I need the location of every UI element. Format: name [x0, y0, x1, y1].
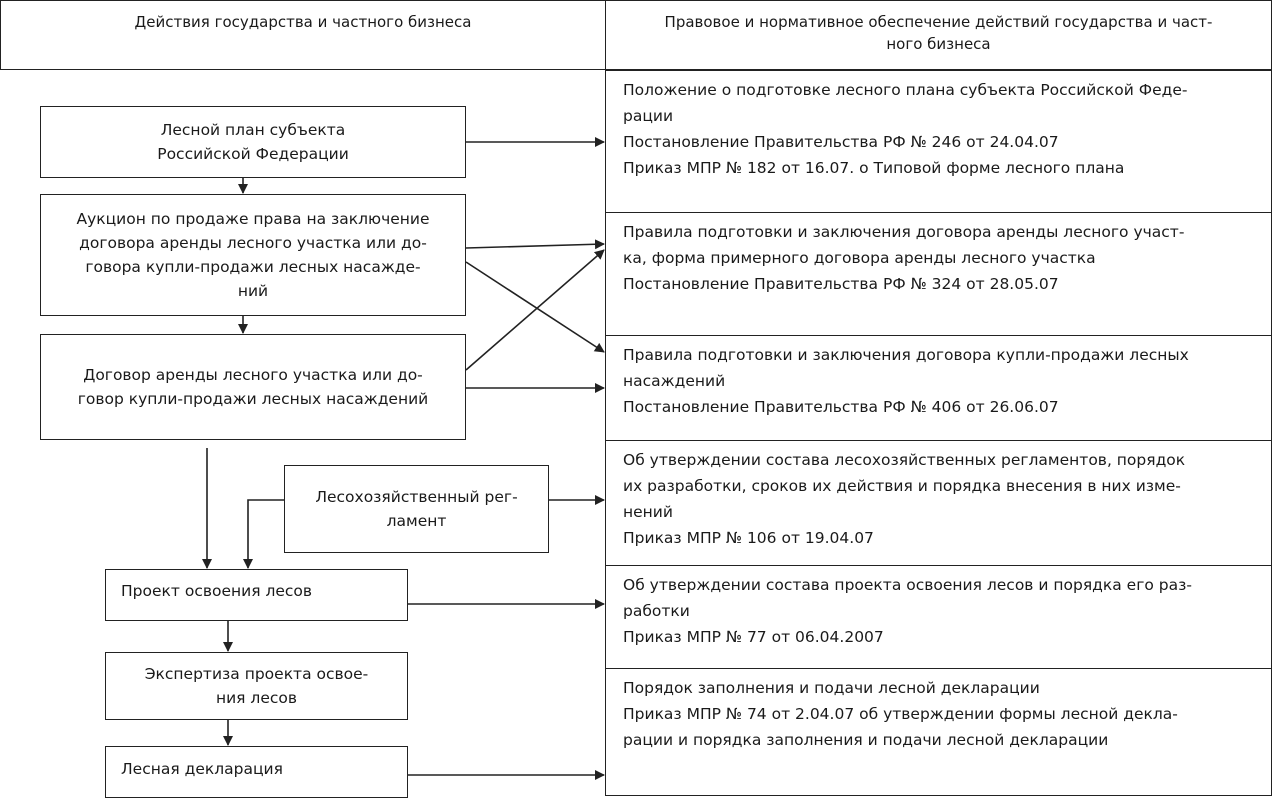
- plan-doc-2: Постановление Правительства РФ № 246 от …: [623, 133, 1059, 151]
- declaration-box: Лесная декларация: [105, 746, 408, 798]
- regulation-docs-box: Об утверждении состава лесохозяйственных…: [605, 440, 1272, 566]
- project-doc-1: Об утверждении состава проекта освоения …: [623, 576, 1192, 620]
- sale-doc-2: Постановление Правительства РФ № 406 от …: [623, 398, 1059, 416]
- header-left-text: Действия государства и частного бизнеса: [134, 13, 472, 31]
- sale-docs-box: Правила подготовки и заключения договора…: [605, 335, 1272, 441]
- contract-box: Договор аренды лесного участка или до- г…: [40, 334, 466, 440]
- declaration-doc-1: Порядок заполнения и подачи лесной декла…: [623, 679, 1040, 697]
- auction-box: Аукцион по продаже права на заключение д…: [40, 194, 466, 316]
- regulation-label: Лесохозяйственный рег- ламент: [315, 488, 518, 530]
- regulation-doc-1: Об утверждении состава лесохозяйственных…: [623, 451, 1186, 521]
- sale-doc-1: Правила подготовки и заключения договора…: [623, 346, 1189, 390]
- auction-label: Аукцион по продаже права на заключение д…: [76, 210, 430, 300]
- declaration-label: Лесная декларация: [121, 760, 283, 778]
- project-label: Проект освоения лесов: [121, 582, 313, 600]
- regulation-box: Лесохозяйственный рег- ламент: [284, 465, 549, 553]
- project-docs-box: Об утверждении состава проекта освоения …: [605, 565, 1272, 669]
- lease-doc-1: Правила подготовки и заключения договора…: [623, 223, 1185, 267]
- regulation-doc-2: Приказ МПР № 106 от 19.04.07: [623, 529, 874, 547]
- expertise-label: Экспертиза проекта освое- ния лесов: [144, 665, 369, 707]
- arrow-auction-to-sale: [465, 261, 605, 353]
- expertise-box: Экспертиза проекта освое- ния лесов: [105, 652, 408, 720]
- arrow-contract-to-lease: [465, 249, 605, 371]
- contract-label: Договор аренды лесного участка или до- г…: [77, 366, 429, 408]
- project-doc-2: Приказ МПР № 77 от 06.04.2007: [623, 628, 884, 646]
- declaration-docs-box: Порядок заполнения и подачи лесной декла…: [605, 668, 1272, 796]
- project-box: Проект освоения лесов: [105, 569, 408, 621]
- lease-docs-box: Правила подготовки и заключения договора…: [605, 212, 1272, 336]
- plan-doc-3: Приказ МПР № 182 от 16.07. о Типовой фор…: [623, 159, 1125, 177]
- arrow-regulation-to-project: [243, 499, 284, 569]
- arrow-auction-to-lease: [465, 239, 605, 250]
- plan-doc-1: Положение о подготовке лесного плана суб…: [623, 81, 1188, 125]
- lease-doc-2: Постановление Правительства РФ № 324 от …: [623, 275, 1059, 293]
- forest-plan-label: Лесной план субъекта Российской Федераци…: [157, 121, 349, 163]
- declaration-doc-2: Приказ МПР № 74 от 2.04.07 об утверждени…: [623, 705, 1178, 749]
- plan-docs-box: Положение о подготовке лесного плана суб…: [605, 70, 1272, 213]
- header-right-text: Правовое и нормативное обеспечение дейст…: [664, 13, 1213, 53]
- header-right-cell: Правовое и нормативное обеспечение дейст…: [605, 0, 1272, 70]
- forest-plan-box: Лесной план субъекта Российской Федераци…: [40, 106, 466, 178]
